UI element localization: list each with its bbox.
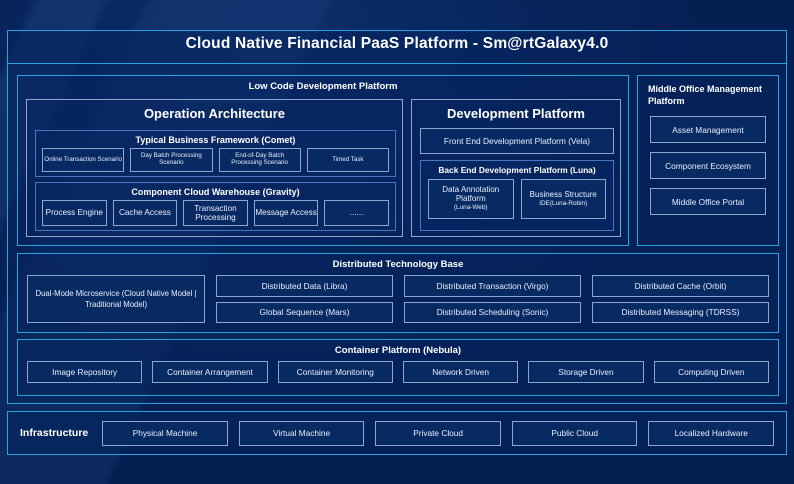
low-code-title: Low Code Development Platform	[248, 81, 398, 92]
component-cloud-warehouse-items: Process Engine Cache Access Transaction …	[36, 197, 395, 226]
chip-transaction-processing[interactable]: Transaction Processing	[183, 200, 248, 226]
typical-business-framework-group: Typical Business Framework (Comet) Onlin…	[35, 130, 396, 177]
chip-front-end-development-platform[interactable]: Front End Development Platform (Vela)	[420, 128, 614, 154]
back-end-development-group: Back End Development Platform (Luna) Dat…	[420, 160, 614, 231]
low-code-development-platform: Low Code Development Platform Operation …	[17, 75, 629, 246]
chip-computing-driven[interactable]: Computing Driven	[653, 361, 769, 383]
infrastructure-label: Infrastructure	[20, 427, 89, 439]
container-platform: Container Platform (Nebula) Image Reposi…	[17, 339, 779, 396]
back-end-development-title: Back End Development Platform (Luna)	[438, 165, 596, 175]
chip-asset-management[interactable]: Asset Management	[650, 116, 766, 144]
chip-business-structure-ide[interactable]: Business Structure IDE(Luna-Robin)	[520, 179, 606, 219]
middle-office-management-platform: Middle Office Management Platform Asset …	[637, 75, 779, 246]
dtb-column-3: Distributed Cache (Orbit) Distributed Me…	[592, 275, 769, 323]
chip-container-monitoring[interactable]: Container Monitoring	[277, 361, 393, 383]
chip-middle-office-portal[interactable]: Middle Office Portal	[650, 188, 766, 216]
dtb-column-2: Distributed Transaction (Virgo) Distribu…	[404, 275, 581, 323]
chip-more-ellipsis[interactable]: ......	[324, 200, 389, 226]
chip-data-annotation-platform[interactable]: Data Annotation Platform (Luna-Web)	[428, 179, 514, 219]
distributed-technology-base-title: Distributed Technology Base	[332, 259, 464, 270]
chip-business-structure-ide-main: Business Structure	[529, 189, 597, 199]
container-platform-title: Container Platform (Nebula)	[334, 345, 462, 356]
chip-physical-machine[interactable]: Physical Machine	[102, 420, 228, 446]
distributed-technology-base: Distributed Technology Base Dual-Mode Mi…	[17, 253, 779, 333]
component-cloud-warehouse-title: Component Cloud Warehouse (Gravity)	[131, 187, 300, 197]
chip-container-arrangement[interactable]: Container Arrangement	[152, 361, 268, 383]
infrastructure-items: Physical Machine Virtual Machine Private…	[102, 420, 786, 446]
middle-office-title: Middle Office Management Platform	[648, 84, 763, 107]
chip-end-of-day-batch-processing-scenario[interactable]: End-of-Day Batch Processing Scenario	[218, 148, 301, 172]
title-divider	[8, 63, 786, 64]
platform-frame: Cloud Native Financial PaaS Platform - S…	[7, 30, 787, 404]
chip-data-annotation-platform-main: Data Annotation Platform	[442, 185, 500, 204]
container-platform-items: Image Repository Container Arrangement C…	[18, 356, 778, 383]
dtb-column-1: Distributed Data (Libra) Global Sequence…	[216, 275, 393, 323]
chip-private-cloud[interactable]: Private Cloud	[375, 420, 501, 446]
chip-component-ecosystem[interactable]: Component Ecosystem	[650, 152, 766, 180]
typical-business-framework-title: Typical Business Framework (Comet)	[135, 135, 296, 145]
chip-online-transaction-scenario[interactable]: Online Transaction Scenario	[42, 148, 125, 172]
chip-storage-driven[interactable]: Storage Driven	[528, 361, 644, 383]
chip-global-sequence[interactable]: Global Sequence (Mars)	[216, 301, 393, 323]
component-cloud-warehouse-group: Component Cloud Warehouse (Gravity) Proc…	[35, 182, 396, 231]
chip-data-annotation-platform-sub: (Luna-Web)	[453, 204, 488, 212]
chip-distributed-scheduling[interactable]: Distributed Scheduling (Sonic)	[404, 301, 581, 323]
page-title: Cloud Native Financial PaaS Platform - S…	[185, 35, 609, 52]
development-platform-panel: Development Platform Front End Developme…	[411, 99, 621, 237]
back-end-development-items: Data Annotation Platform (Luna-Web) Busi…	[421, 175, 613, 219]
infrastructure-band: Infrastructure Physical Machine Virtual …	[7, 411, 787, 455]
operation-architecture-title: Operation Architecture	[143, 106, 286, 121]
chip-image-repository[interactable]: Image Repository	[27, 361, 143, 383]
chip-distributed-messaging[interactable]: Distributed Messaging (TDRSS)	[592, 301, 769, 323]
chip-network-driven[interactable]: Network Driven	[402, 361, 519, 383]
chip-dual-mode-microservice[interactable]: Dual-Mode Microservice (Cloud Native Mod…	[27, 275, 205, 323]
chip-day-batch-processing-scenario[interactable]: Day Batch Processing Scenario	[130, 148, 213, 172]
chip-distributed-cache[interactable]: Distributed Cache (Orbit)	[592, 275, 769, 297]
chip-business-structure-ide-sub: IDE(Luna-Robin)	[539, 199, 588, 207]
chip-localized-hardware[interactable]: Localized Hardware	[648, 420, 774, 446]
chip-public-cloud[interactable]: Public Cloud	[511, 420, 638, 446]
chip-process-engine[interactable]: Process Engine	[42, 200, 107, 226]
chip-virtual-machine[interactable]: Virtual Machine	[238, 420, 365, 446]
typical-business-framework-items: Online Transaction Scenario Day Batch Pr…	[36, 145, 395, 172]
operation-architecture-panel: Operation Architecture Typical Business …	[26, 99, 403, 237]
chip-distributed-transaction[interactable]: Distributed Transaction (Virgo)	[404, 275, 581, 297]
chip-timed-task[interactable]: Timed Task	[306, 148, 389, 172]
chip-cache-access[interactable]: Cache Access	[112, 200, 178, 226]
development-platform-title: Development Platform	[447, 106, 585, 121]
distributed-technology-base-items: Dual-Mode Microservice (Cloud Native Mod…	[18, 270, 778, 323]
chip-message-access[interactable]: Message Access	[253, 200, 319, 226]
chip-distributed-data[interactable]: Distributed Data (Libra)	[216, 275, 393, 297]
